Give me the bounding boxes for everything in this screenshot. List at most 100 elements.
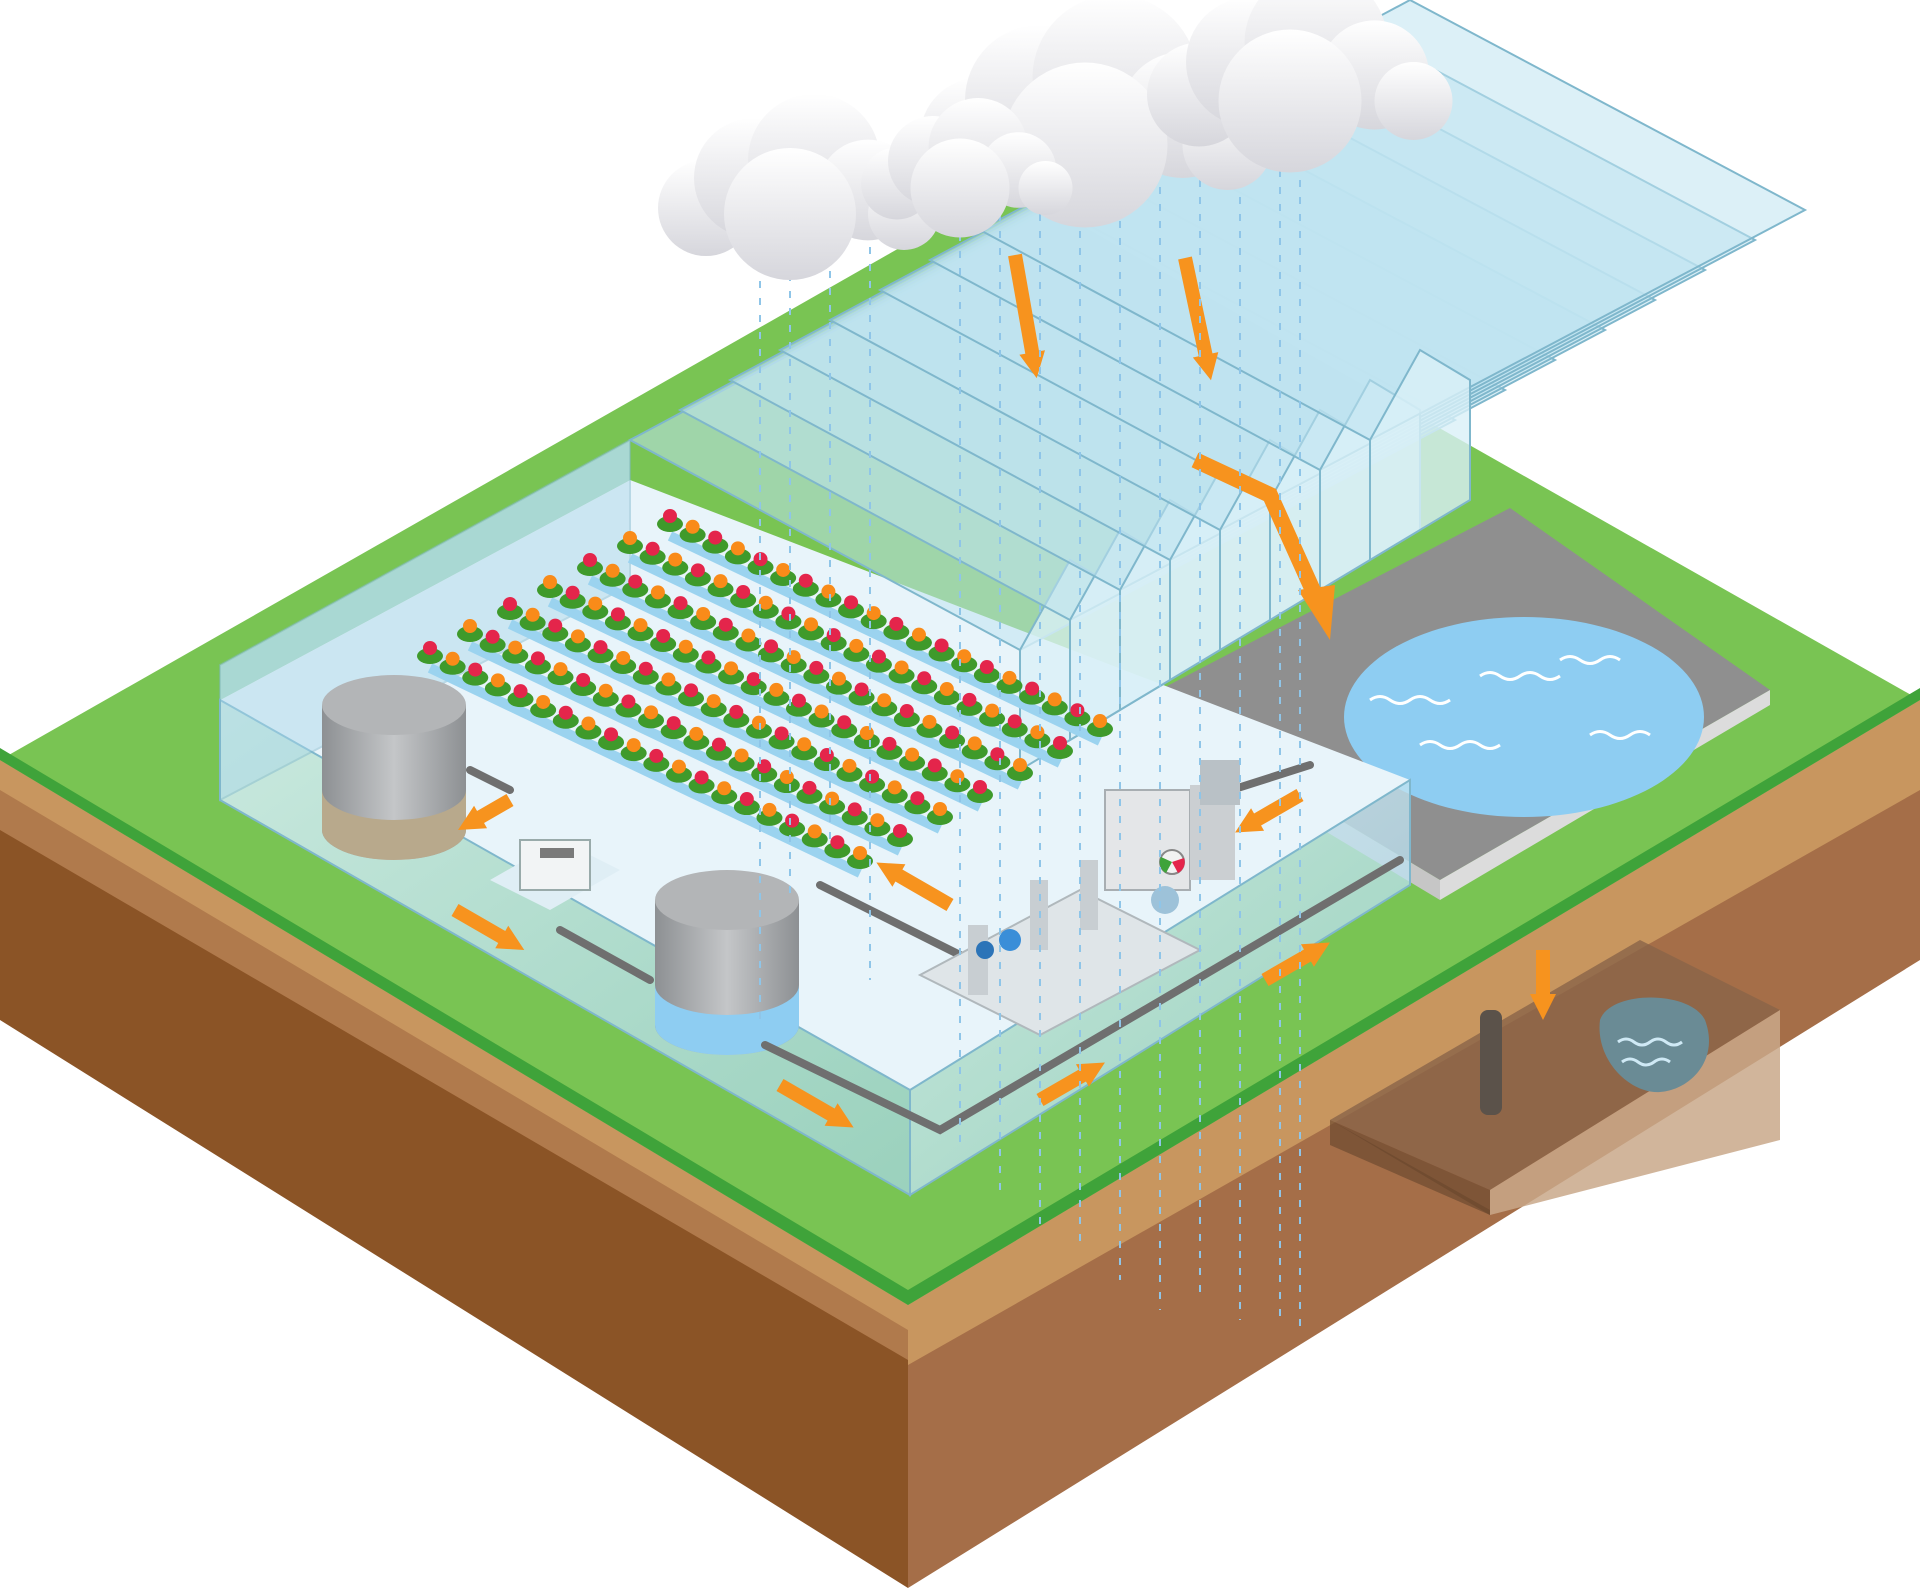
leaf-icon [570,679,597,696]
flower-icon [882,736,897,751]
flower-icon [807,824,822,839]
leaf-icon [632,668,659,685]
flower-icon [967,736,982,751]
flower-icon [934,638,949,653]
flower-icon [809,660,824,675]
flower-icon [1070,703,1085,718]
flower-icon [734,748,749,763]
leaf-icon [479,636,506,653]
flower-icon [791,693,806,708]
flower-icon [831,671,846,686]
leaf-icon [921,765,948,782]
clouds [658,0,1453,280]
flower-icon [621,694,636,709]
leaf-icon [779,820,806,837]
leaf-icon [575,723,602,740]
flower-icon [463,619,477,633]
flower-icon [706,694,721,709]
control-cabinet [1104,789,1191,891]
leaf-icon [462,669,489,686]
leaf-icon [815,591,842,608]
flower-icon [685,519,700,534]
flower-icon [694,770,709,785]
flower-icon [553,662,568,677]
flower-icon [644,705,659,720]
leaf-icon [803,667,830,684]
bed-trough [587,575,1023,790]
basin-water [1344,617,1704,817]
flower-icon [445,651,460,666]
grey-tank-lower [322,790,466,860]
leaf-icon [843,645,870,662]
flow-arrows [451,253,1556,1128]
leaf-icon [763,689,790,706]
flow-arrow-icon [1235,788,1304,833]
flower-icon [973,780,987,794]
leaf-icon [944,776,971,793]
leaf-icon [484,680,511,697]
leaf-icon [808,711,835,728]
leaf-icon [796,787,823,804]
leaf-icon [927,809,953,825]
flower-row-6 [617,531,1073,768]
underground-pit-box [1490,1010,1780,1215]
leaf-icon [604,614,631,631]
flower-row-1 [417,641,873,878]
arrow-floor-right-1 [1036,1062,1105,1107]
bed-trough [667,531,1103,746]
flower-icon [844,595,859,610]
flower-icon [711,737,726,752]
leaf-icon [678,690,705,707]
flower-icon [865,769,880,784]
flower-icon [830,835,845,850]
leaf-icon [904,798,931,815]
cloud-icon [1218,29,1362,173]
leaf-icon [838,602,865,619]
control-pipes [1200,760,1240,805]
flower-row-5 [577,553,1033,790]
leaf-icon [911,678,938,695]
arrow-filter-out [451,903,525,950]
flower-icon [684,683,699,698]
flower-icon [730,541,745,556]
flower-icon [769,682,784,697]
leaf-icon [996,677,1023,694]
leaf-icon [841,809,868,826]
leaf-icon [497,604,523,620]
leaf-icon [773,777,800,794]
clean-water-tank [655,870,799,1055]
flower-icon [1007,714,1022,729]
flower-icon [866,606,881,621]
flower-icon [781,606,796,621]
leaf-icon [735,635,762,652]
flower-icon [593,640,608,655]
greenhouse-back-wall [220,440,630,700]
downpipe [1480,1010,1502,1115]
flower-icon [826,628,841,643]
leaf-icon [724,548,751,565]
leaf-icon [542,625,569,642]
flower-icon [724,661,739,676]
flower-icon [696,606,711,621]
arrow-roof-to-basin [1191,452,1323,599]
flower-icon [513,684,528,699]
flower-icon [894,660,909,675]
flower-icon [871,649,886,664]
flower-icon [853,846,867,860]
leaf-icon [979,710,1006,727]
flower-icon [661,672,676,687]
leaf-icon [836,765,863,782]
basin-wave-1 [1369,695,1451,705]
flower-icon [762,802,777,817]
flower-icon [933,802,947,816]
leaf-icon [881,787,908,804]
arrow-floor-right-2 [1261,942,1330,987]
flower-icon [1030,725,1045,740]
leaf-icon [728,755,755,772]
leaf-icon [747,559,774,576]
flower-icon [729,704,744,719]
arrow-rain-roof-2 [1178,256,1219,381]
flower-beds [417,509,1113,878]
cloud-icon [1374,62,1453,140]
flower-icon [1047,692,1062,707]
